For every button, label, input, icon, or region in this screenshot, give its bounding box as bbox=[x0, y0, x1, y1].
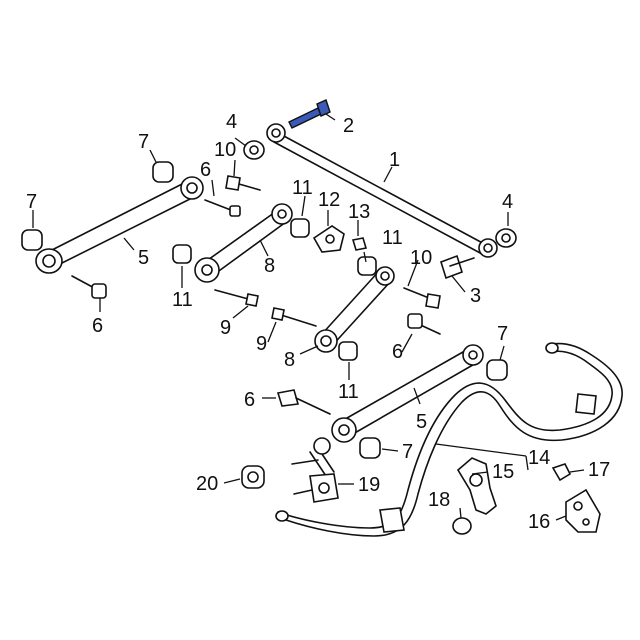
callout-19: 19 bbox=[358, 474, 380, 496]
callout-4-left: 4 bbox=[226, 111, 237, 133]
bolt-part-10-upper bbox=[225, 175, 261, 191]
callout-11-c: 11 bbox=[172, 289, 193, 311]
callout-2: 2 bbox=[343, 115, 354, 137]
nut-part-13 bbox=[351, 237, 368, 251]
callout-12: 12 bbox=[318, 189, 340, 211]
callout-16: 16 bbox=[528, 511, 550, 533]
callout-10-upper: 10 bbox=[214, 139, 236, 161]
callout-15: 15 bbox=[492, 461, 514, 483]
bushing-part-7-b bbox=[21, 229, 43, 251]
callout-7-c: 7 bbox=[497, 323, 508, 345]
callout-6-left: 6 bbox=[92, 315, 103, 337]
bushing-part-11-d bbox=[338, 341, 358, 361]
callout-6-upper: 6 bbox=[200, 159, 211, 181]
control-arm-part-5-upper bbox=[35, 176, 204, 274]
link-part-8-upper bbox=[194, 203, 293, 283]
bushing-part-7-a bbox=[152, 161, 174, 183]
callout-17: 17 bbox=[588, 459, 610, 481]
bolt-part-9-a bbox=[214, 289, 259, 307]
bushing-part-11-b bbox=[290, 218, 310, 238]
callout-20: 20 bbox=[196, 473, 218, 495]
callout-8-upper: 8 bbox=[264, 255, 275, 277]
cam-bolt-part-6-lower bbox=[276, 389, 331, 415]
bolt-part-2-highlighted bbox=[288, 99, 331, 129]
bushing-part-4-right bbox=[495, 228, 517, 248]
cam-bolt-part-6-left bbox=[71, 275, 107, 299]
leader-lines bbox=[32, 113, 585, 521]
stabilizer-bar-part-14 bbox=[275, 342, 623, 537]
callout-7-b: 7 bbox=[26, 191, 37, 213]
bushing-part-7-c bbox=[486, 359, 508, 381]
callout-9-b: 9 bbox=[256, 333, 267, 355]
bushing-part-4-left bbox=[243, 140, 265, 160]
clamp-part-15 bbox=[456, 457, 497, 515]
bolt-part-9-b bbox=[271, 307, 317, 327]
callout-11-d: 11 bbox=[338, 381, 359, 403]
bracket-part-12 bbox=[312, 225, 345, 253]
callout-7-a: 7 bbox=[138, 131, 149, 153]
callout-18: 18 bbox=[428, 489, 450, 511]
nut-part-18 bbox=[452, 517, 472, 535]
callout-5-upper: 5 bbox=[138, 247, 149, 269]
callout-11-a: 11 bbox=[292, 177, 313, 199]
callout-14: 14 bbox=[528, 447, 550, 469]
callout-13: 13 bbox=[348, 201, 370, 223]
nut-part-20 bbox=[241, 465, 265, 489]
callout-11-b: 11 bbox=[382, 227, 403, 249]
callout-8-lower: 8 bbox=[284, 349, 295, 371]
bushing-part-11-a bbox=[172, 244, 192, 264]
callout-5-lower: 5 bbox=[416, 411, 427, 433]
callout-6-lower: 6 bbox=[244, 389, 255, 411]
callout-7-d: 7 bbox=[402, 441, 413, 463]
lateral-link-part-1 bbox=[266, 123, 498, 258]
callout-1: 1 bbox=[389, 149, 400, 171]
bushing-part-11-c bbox=[357, 256, 377, 276]
bolt-part-10-lower bbox=[403, 287, 441, 309]
bushing-part-7-d bbox=[359, 437, 381, 459]
stabilizer-link-part-19 bbox=[291, 437, 339, 503]
nut-part-17 bbox=[551, 463, 572, 482]
callout-6-middle: 6 bbox=[392, 341, 403, 363]
link-part-8-lower bbox=[314, 266, 395, 353]
control-arm-part-5-lower bbox=[331, 344, 484, 443]
callout-10-lower: 10 bbox=[410, 247, 432, 269]
cam-bolt-part-6-middle bbox=[407, 313, 441, 335]
callout-9-a: 9 bbox=[220, 317, 231, 339]
callout-3: 3 bbox=[470, 285, 481, 307]
cam-part-3 bbox=[440, 254, 475, 280]
callout-4-right: 4 bbox=[502, 191, 513, 213]
bracket-part-16 bbox=[565, 488, 601, 533]
callout-labels: 1 2 4 4 7 7 10 6 11 12 13 5 8 11 10 3 6 … bbox=[26, 111, 610, 533]
bolt-part-6-upper bbox=[204, 199, 241, 217]
